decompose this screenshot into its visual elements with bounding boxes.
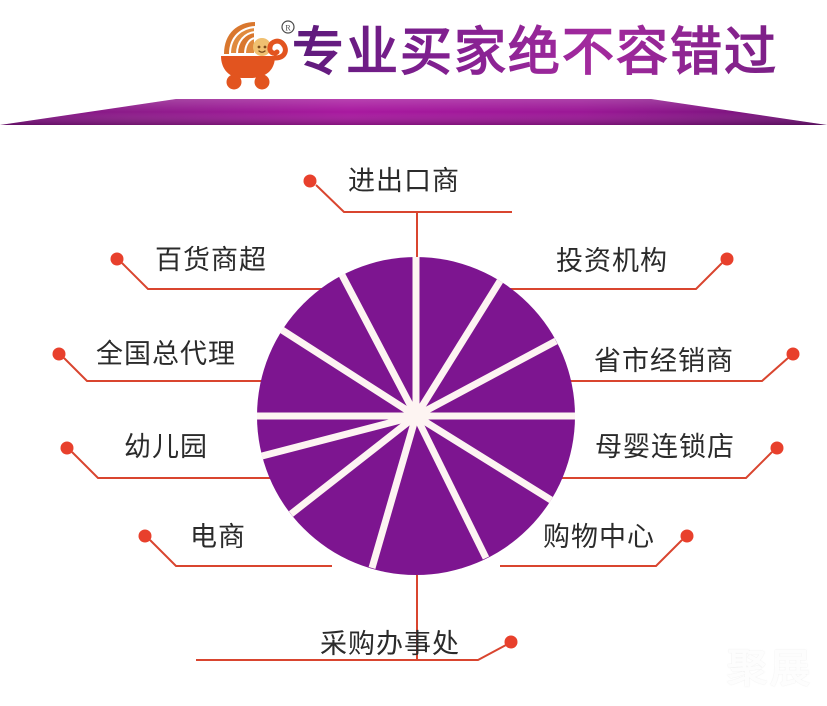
wheel-divider-12 [338, 273, 420, 418]
header-band [0, 99, 827, 127]
leader-dot-investment-org [720, 252, 734, 266]
wheel-divider-3 [414, 337, 558, 420]
leader-dot-purchasing-office [504, 635, 518, 649]
leader-line-provincial-dealer [544, 357, 789, 382]
leader-line-department-store [121, 262, 330, 290]
leader-dot-national-agent [52, 347, 66, 361]
wheel-divider-5 [414, 413, 553, 503]
label-investment-org[interactable]: 投资机构 [556, 246, 668, 276]
leader-line-investment-org [502, 262, 723, 290]
leader-dot-maternity-chain [770, 441, 784, 455]
leader-dots [52, 174, 800, 649]
wheel-divider-6 [412, 414, 490, 560]
label-department-store[interactable]: 百货商超 [155, 245, 267, 275]
wheel-divider-11 [280, 327, 418, 419]
label-ecommerce[interactable]: 电商 [190, 522, 246, 552]
leader-line-national-agent [63, 357, 288, 382]
leader-dot-ecommerce [138, 529, 152, 543]
wheel-divider-9 [261, 412, 417, 460]
label-import-export[interactable]: 进出口商 [348, 166, 460, 196]
leader-line-maternity-chain [532, 451, 773, 479]
leader-dot-import-export [303, 174, 317, 188]
baby-stroller-logo: R [212, 16, 296, 90]
page-title: 专业买家绝不容错过 [292, 18, 778, 88]
label-maternity-chain[interactable]: 母婴连锁店 [595, 432, 735, 462]
label-provincial-dealer[interactable]: 省市经销商 [594, 346, 734, 376]
leader-line-purchasing-office [196, 575, 507, 661]
leader-lines [63, 184, 789, 661]
label-kindergarten[interactable]: 幼儿园 [124, 432, 208, 462]
leader-dot-department-store [110, 252, 124, 266]
leader-line-import-export [315, 184, 512, 258]
wheel-divider-2 [413, 279, 503, 418]
leader-dot-kindergarten [60, 441, 74, 455]
label-shopping-mall[interactable]: 购物中心 [543, 522, 655, 552]
leader-line-shopping-mall [500, 539, 683, 567]
wheel-dividers [257, 257, 575, 569]
wheel-divider-7 [368, 415, 420, 569]
header: R 专业买家绝不容错过 [0, 0, 827, 135]
leader-line-kindergarten [71, 451, 300, 479]
label-purchasing-office[interactable]: 采购办事处 [320, 629, 460, 659]
label-national-agent[interactable]: 全国总代理 [96, 339, 236, 369]
registered-mark-icon: R [281, 20, 295, 34]
segment-wheel [257, 257, 575, 575]
watermark: 聚展 [727, 647, 813, 691]
leader-dot-shopping-mall [680, 529, 694, 543]
wheel-divider-8 [288, 413, 419, 517]
leader-line-ecommerce [149, 539, 332, 567]
svg-text:R: R [285, 24, 291, 33]
leader-dot-provincial-dealer [786, 347, 800, 361]
